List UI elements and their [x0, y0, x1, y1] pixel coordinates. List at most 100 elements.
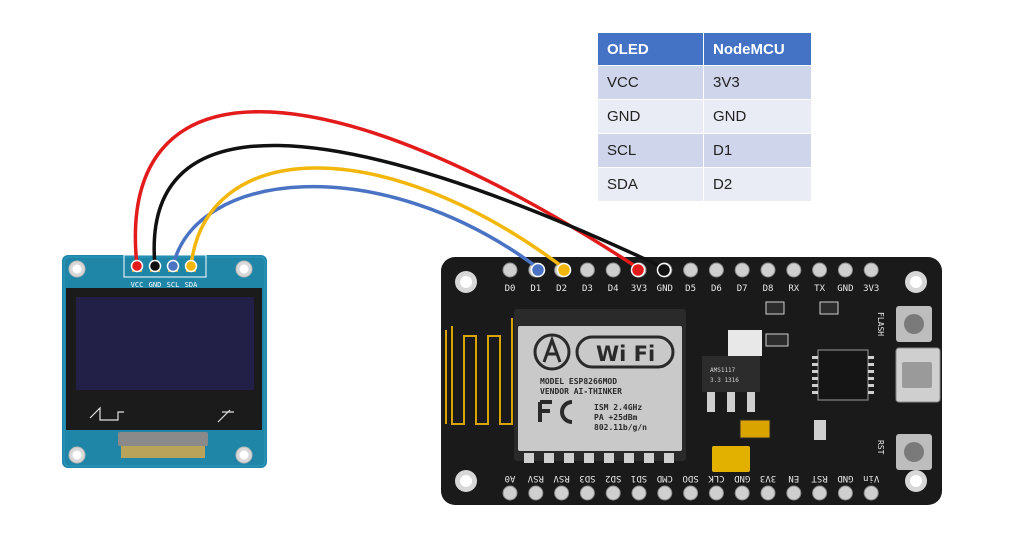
reset-button-label: RST	[876, 440, 885, 455]
module-pad	[564, 453, 574, 463]
wire-end-oled-vcc	[130, 259, 144, 273]
module-pad	[584, 453, 594, 463]
pin-label-top-gnd: GND	[837, 284, 853, 294]
wire-end-oled-sda	[184, 259, 198, 273]
pin-label-top-d7: D7	[737, 284, 748, 294]
wires	[130, 110, 672, 278]
module-text-pa: PA +25dBm	[594, 413, 638, 422]
header-pin-bottom-14	[863, 485, 879, 501]
pin-label-bottom-gnd: GND	[734, 473, 750, 483]
wire-scl	[171, 185, 540, 270]
header-pin-top-11	[786, 262, 802, 278]
module-pad	[604, 453, 614, 463]
nodemcu-mounting-holes	[455, 271, 927, 492]
header-pin-bottom-9	[734, 485, 750, 501]
flash-button: FLASH	[876, 306, 932, 342]
pin-label-top-d5: D5	[685, 284, 696, 294]
table-cell: D1	[703, 133, 812, 168]
nodemcu-board: Wi Fi MODEL ESP8266MOD VENDOR AI-THINKER…	[441, 257, 942, 505]
module-text-model: MODEL ESP8266MOD	[540, 377, 617, 386]
header-pin-bottom-1	[528, 485, 544, 501]
chip-pin	[868, 377, 874, 380]
header-pin-top-10	[760, 262, 776, 278]
pin-label-top-rx: RX	[788, 284, 799, 294]
pin-label-top-d3: D3	[582, 284, 593, 294]
chip-pin	[812, 391, 818, 394]
oled-pin-label-vcc: VCC	[131, 281, 144, 289]
pin-label-top-d4: D4	[608, 284, 619, 294]
pin-label-bottom-rsv: RSV	[527, 473, 544, 483]
pin-label-bottom-sdo: SDO	[682, 473, 698, 483]
table-row: SDA D2	[598, 167, 812, 201]
fcc-logo	[538, 400, 573, 424]
table-header-row: OLED NodeMCU	[598, 33, 812, 66]
transistors	[765, 301, 839, 347]
pin-label-bottom-rst: RST	[811, 473, 828, 483]
header-pin-top-12	[812, 262, 828, 278]
pin-label-bottom-cmd: CMD	[657, 473, 673, 483]
ai-thinker-logo	[533, 333, 571, 371]
chip-pin	[812, 363, 818, 366]
module-pad	[644, 453, 654, 463]
oled-ribbon	[118, 432, 208, 446]
header-pin-bottom-8	[708, 485, 724, 501]
module-pad	[524, 453, 534, 463]
capacitors	[712, 419, 826, 472]
pin-label-top-3v3: 3V3	[631, 284, 647, 294]
pin-label-top-d8: D8	[763, 284, 774, 294]
wifi-logo-text: Wi Fi	[596, 342, 655, 366]
pin-label-bottom-rsv: RSV	[553, 473, 570, 483]
wifi-logo: Wi Fi	[575, 335, 675, 369]
pcb-antenna	[445, 318, 513, 425]
table-cell: D2	[703, 167, 812, 201]
pin-label-bottom-en: EN	[788, 473, 799, 483]
pin-label-top-tx: TX	[814, 284, 825, 294]
wire-end-oled-scl	[166, 259, 180, 273]
chip-pin	[868, 391, 874, 394]
pin-label-bottom-sd1: SD1	[631, 473, 647, 483]
pin-label-bottom-a0: A0	[505, 473, 516, 483]
usb-uart-chip	[812, 349, 874, 401]
pin-label-bottom-gnd: GND	[837, 473, 853, 483]
chip-pin	[868, 384, 874, 387]
header-pin-bottom-10	[760, 485, 776, 501]
wire-vcc	[133, 110, 640, 270]
header-pin-bottom-13	[837, 485, 853, 501]
oled-pin-label-scl: SCL	[167, 281, 180, 289]
table-header-nodemcu: NodeMCU	[703, 33, 812, 66]
table-cell: SCL	[598, 133, 704, 168]
header-pin-bottom-2	[554, 485, 570, 501]
pin-label-bottom-vin: Vin	[863, 473, 879, 483]
header-pin-top-9	[734, 262, 750, 278]
wire-end-nodemcu-d2	[556, 262, 572, 278]
chip-pin	[868, 370, 874, 373]
header-pin-bottom-11	[786, 485, 802, 501]
chip-pin	[868, 363, 874, 366]
wire-end-oled-gnd	[148, 259, 162, 273]
header-pin-top-0	[502, 262, 518, 278]
wire-gnd	[152, 143, 666, 270]
regulator-text-model: AMS1117	[710, 367, 736, 374]
pin-label-top-3v3: 3V3	[863, 284, 879, 294]
chip-pin	[812, 384, 818, 387]
table-cell: SDA	[598, 167, 704, 201]
wire-end-nodemcu-gnd	[656, 262, 672, 278]
module-text-standard: 802.11b/g/n	[594, 423, 647, 432]
module-text-vendor: VENDOR AI-THINKER	[540, 387, 622, 396]
chip-pin	[868, 356, 874, 359]
pin-label-top-d0: D0	[505, 284, 516, 294]
table-cell: 3V3	[703, 65, 812, 100]
header-pin-top-14	[863, 262, 879, 278]
table-header-oled: OLED	[598, 33, 704, 66]
reset-button: RST	[876, 434, 932, 470]
pin-label-top-gnd: GND	[657, 284, 673, 294]
wire-sda	[189, 166, 566, 270]
esp8266-module: Wi Fi MODEL ESP8266MOD VENDOR AI-THINKER…	[514, 309, 686, 463]
header-pin-top-7	[683, 262, 699, 278]
chip-pin	[812, 377, 818, 380]
header-pin-bottom-6	[657, 485, 673, 501]
oled-module: VCC GND SCL SDA	[62, 254, 267, 468]
